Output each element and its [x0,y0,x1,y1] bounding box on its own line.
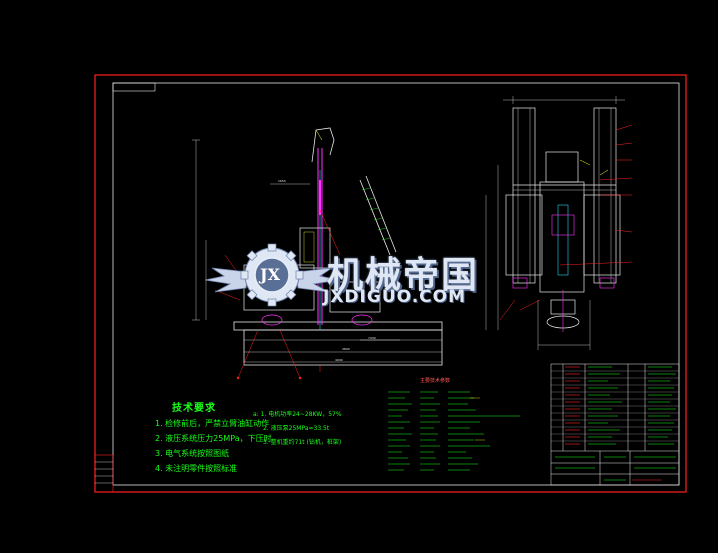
svg-text:4000: 4000 [335,358,343,362]
tech-requirement-item-2: 2. 液压系统压力25MPa，下压时 [155,434,272,443]
spec-line-3: 3. 整机重约71t (钻机，桩架) [263,439,342,446]
svg-text:7430: 7430 [368,336,376,340]
corner-label-box [112,82,156,92]
front-elevation-view [485,96,633,350]
spec-line-2: 2. 液压泵25MPa=33.5t [263,425,330,432]
left-margin-strip [94,454,114,493]
svg-text:1650: 1650 [278,179,286,183]
tech-requirement-item-3: 3. 电气系统按照图纸 [155,449,230,458]
side-elevation-view: 3800 4000 7430 1650 [192,127,443,380]
tech-requirement-item-4: 4. 未注明零件按照标准 [155,464,238,473]
title-block [550,363,680,486]
tech-requirements-title: 技术要求 [172,403,216,414]
svg-text:3800: 3800 [342,347,350,351]
parameters-table-title: 主要技术参数 [420,378,451,384]
tech-requirement-item-1: 1. 检修前后，严禁立臂油缸动作 [155,419,270,428]
watermark-domain-text: JXDIGUO.COM [323,287,467,307]
watermark-logo-letters: JX [260,265,280,284]
inner-border [112,82,680,486]
outer-border [94,74,687,493]
parameters-table [388,391,520,471]
watermark-chinese-text: 机械帝国 [327,255,480,296]
spec-line-1: a: 1. 电机功率24~28KW，57% [253,411,342,418]
watermark-logo [204,243,340,307]
